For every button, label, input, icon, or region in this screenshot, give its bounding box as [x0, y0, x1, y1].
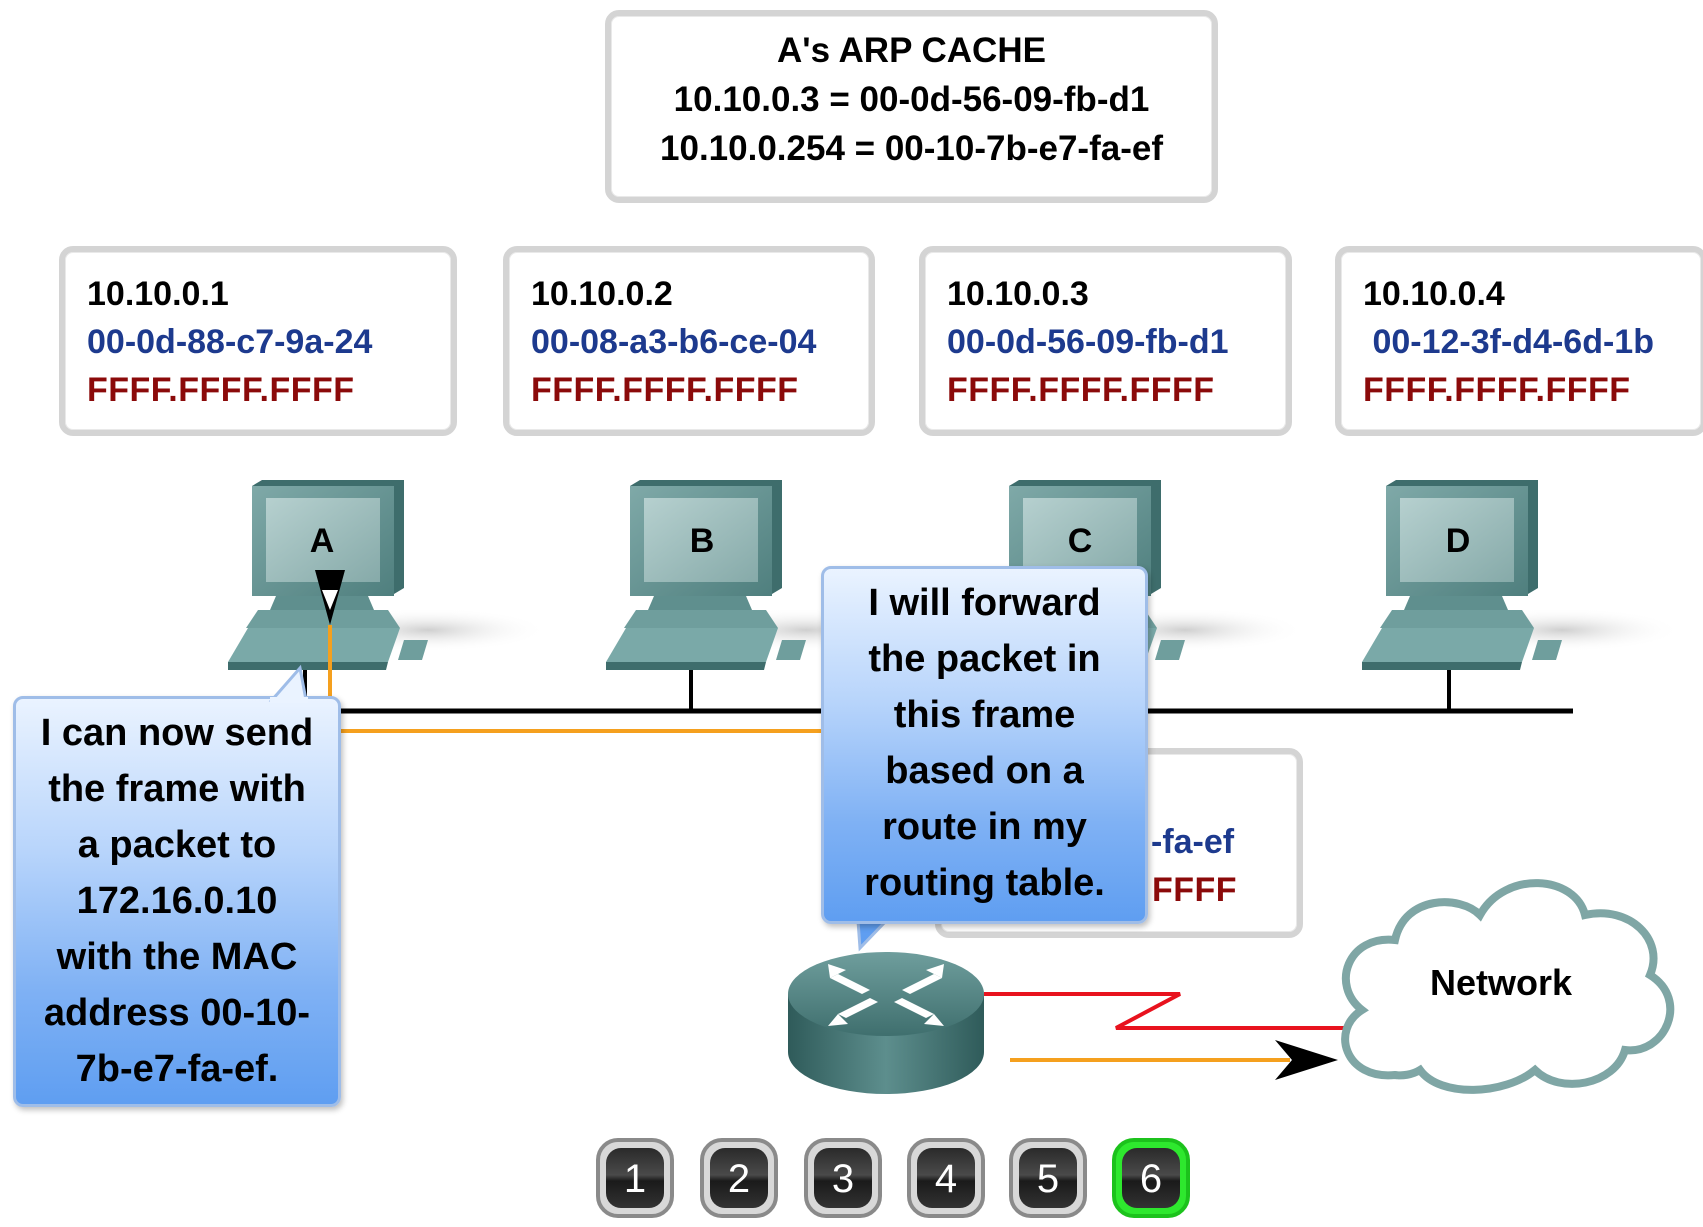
network-label: Network: [1430, 962, 1573, 1003]
arrow-right-icon: [1275, 1040, 1338, 1080]
step-label: 2: [710, 1148, 768, 1208]
step-label: 3: [814, 1148, 872, 1208]
host-broadcast: FFFF.FFFF.FFFF: [87, 371, 355, 409]
host-ip: 10.10.0.2: [531, 275, 673, 313]
bubble-line: address 00-10-: [43, 992, 311, 1034]
host-d-address-box: 10.10.0.4 00-12-3f-d4-6d-1b FFFF.FFFF.FF…: [1335, 246, 1703, 436]
step-button-2[interactable]: 2: [700, 1138, 778, 1218]
step-button-5[interactable]: 5: [1009, 1138, 1087, 1218]
bubble-line: the packet in: [868, 638, 1101, 680]
host-mac: 00-12-3f-d4-6d-1b: [1363, 323, 1654, 361]
host-broadcast: FFFF.FFFF.FFFF: [531, 371, 799, 409]
bubble-line: with the MAC: [56, 936, 298, 978]
host-mac: 00-08-a3-b6-ce-04: [531, 323, 817, 361]
arp-cache-entry: 10.10.0.254 = 00-10-7b-e7-fa-ef: [660, 129, 1163, 168]
host-a-speech-bubble: I can now send the frame with a packet t…: [13, 696, 341, 1107]
bubble-line: based on a: [885, 750, 1084, 792]
router-speech-bubble: I will forward the packet in this frame …: [821, 566, 1148, 924]
arp-cache-entry: 10.10.0.3 = 00-0d-56-09-fb-d1: [673, 80, 1150, 119]
step-button-6[interactable]: 6: [1112, 1138, 1190, 1218]
bubble-line: 172.16.0.10: [76, 880, 278, 922]
host-ip: 10.10.0.3: [947, 275, 1089, 313]
host-c-address-box: 10.10.0.3 00-0d-56-09-fb-d1 FFFF.FFFF.FF…: [919, 246, 1292, 436]
router-mac-fragment: -fa-ef: [1151, 823, 1235, 861]
host-b-address-box: 10.10.0.2 00-08-a3-b6-ce-04 FFFF.FFFF.FF…: [503, 246, 875, 436]
host-ip: 10.10.0.4: [1363, 275, 1505, 313]
computer-label: B: [689, 522, 715, 560]
host-mac: 00-0d-56-09-fb-d1: [947, 323, 1229, 361]
step-label: 4: [917, 1148, 975, 1208]
step-button-4[interactable]: 4: [907, 1138, 985, 1218]
host-a-address-box: 10.10.0.1 00-0d-88-c7-9a-24 FFFF.FFFF.FF…: [59, 246, 457, 436]
arp-cache-box: A's ARP CACHE 10.10.0.3 = 00-0d-56-09-fb…: [605, 10, 1218, 203]
host-mac: 00-0d-88-c7-9a-24: [87, 323, 373, 361]
computer-label: D: [1445, 522, 1471, 560]
bubble-line: route in my: [882, 806, 1087, 848]
bubble-line: I will forward: [868, 582, 1101, 624]
host-broadcast: FFFF.FFFF.FFFF: [1363, 371, 1631, 409]
bubble-line: the frame with: [48, 768, 306, 810]
step-button-1[interactable]: 1: [596, 1138, 674, 1218]
bubble-line: 7b-e7-fa-ef.: [75, 1048, 279, 1090]
bubble-line: I can now send: [40, 712, 314, 754]
bubble-line: routing table.: [864, 862, 1105, 904]
step-label: 5: [1019, 1148, 1077, 1208]
host-broadcast: FFFF.FFFF.FFFF: [947, 371, 1215, 409]
wan-link: [984, 992, 1352, 1030]
step-label: 6: [1122, 1148, 1180, 1208]
computer-label: A: [309, 522, 335, 560]
computer-label: C: [1067, 522, 1093, 560]
bubble-line: this frame: [893, 694, 1076, 736]
bubble-line: a packet to: [77, 824, 277, 866]
step-button-3[interactable]: 3: [804, 1138, 882, 1218]
cloud-icon: [1341, 879, 1675, 1094]
host-ip: 10.10.0.1: [87, 275, 229, 313]
computer-d-icon: [1362, 480, 1682, 670]
computer-a-icon: [228, 480, 548, 670]
arp-cache-title: A's ARP CACHE: [777, 31, 1046, 70]
step-label: 1: [606, 1148, 664, 1208]
router-icon: [788, 952, 984, 1094]
router-broadcast-fragment: FFFF: [1152, 871, 1238, 909]
